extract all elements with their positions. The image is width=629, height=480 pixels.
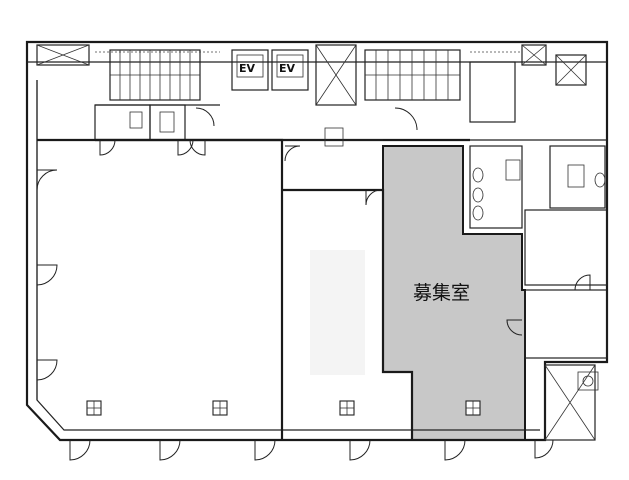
door-bottom-2 [159,439,181,461]
toilet-1 [472,167,484,183]
column-symbol-3 [339,400,355,416]
door-left-3 [36,359,58,381]
equipment-circle [582,375,594,387]
door-middle-2 [365,189,382,206]
door-bottom-1 [69,439,91,461]
elevator-1: EV [231,49,269,91]
door-core-3 [189,139,206,156]
door-left-1 [36,169,58,191]
elevator-2: EV [271,49,309,91]
toilet-stall [505,159,521,181]
office-middle-wall [282,188,414,440]
door-vacancy [506,319,523,336]
shaft-center-cross-b [315,44,357,106]
stair-right [364,49,461,101]
door-bottom-6 [534,439,554,459]
shaft-left [36,44,90,66]
door-right-room [574,274,591,291]
column-symbol-4 [465,400,481,416]
shaft-left-cross-b [36,44,90,66]
office-left-wall [37,138,284,440]
door-bottom-4 [349,439,371,461]
shaft-right-2 [555,54,587,86]
toilet-4 [594,172,606,188]
room-right-b [524,289,608,359]
door-stair [394,107,418,131]
room-right-top [469,61,516,123]
elevator-1-label: EV [239,62,256,75]
middle-room-light-area [310,250,365,375]
small-room-store [149,104,186,141]
toilet-area-1 [469,145,523,229]
door-core-1 [99,139,116,156]
equipment-box [577,371,599,391]
shaft-bottom-cross-b [544,364,596,441]
door-bottom-3 [254,439,276,461]
door-lobby [195,107,215,127]
toilet-area-2 [549,145,606,209]
toilet-2 [472,187,484,203]
vacancy-room-label: 募集室 [413,282,470,304]
shaft-center [315,44,357,106]
toilet-3 [472,205,484,221]
door-left-2 [36,264,58,286]
shaft-bottom-right [544,364,596,441]
stair-left [109,49,201,101]
elevator-2-label: EV [279,62,296,75]
door-bottom-5 [444,439,466,461]
shaft-right-1 [521,44,547,66]
toilet-stall-2 [567,164,585,188]
column-symbol-1 [86,400,102,416]
door-middle [284,145,301,162]
door-core-2 [177,139,194,156]
fixture-stair-small [159,111,175,133]
column-symbol-2 [212,400,228,416]
fixture-core [324,127,344,147]
room-right-a [524,209,608,286]
sink-fixture [129,111,143,129]
